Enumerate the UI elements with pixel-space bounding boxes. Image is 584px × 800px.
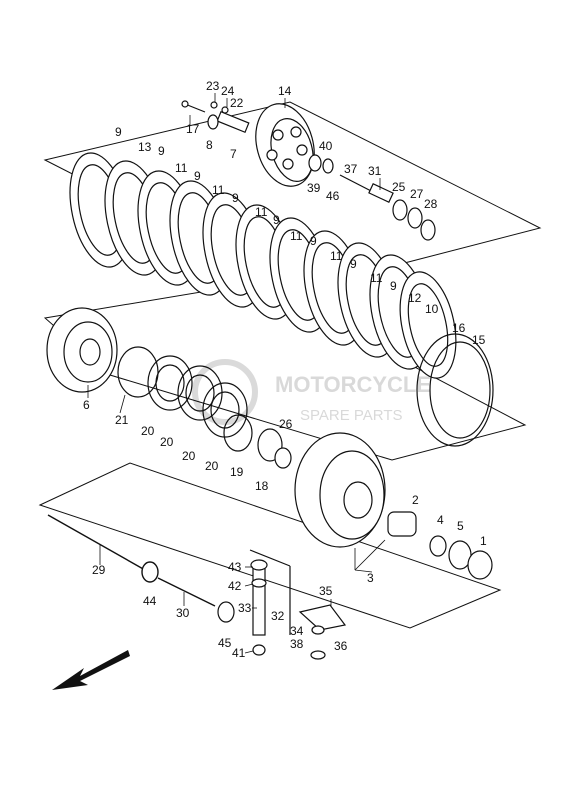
label-part-9: 9: [390, 279, 397, 293]
label-part-9: 9: [158, 144, 165, 158]
label-part-20: 20: [141, 424, 155, 438]
label-part-11: 11: [212, 183, 225, 197]
label-part-9: 9: [310, 234, 317, 248]
label-part-36: 36: [334, 639, 348, 653]
watermark-line1: MOTORCYCLE: [275, 372, 431, 397]
label-part-43: 43: [228, 560, 242, 574]
release-assembly-frame: [38, 462, 502, 629]
part-labels: 9 13 9 11 9 11 9 11 9 11 9 11 9 11 9 12 …: [83, 79, 487, 660]
label-part-19: 19: [230, 465, 244, 479]
label-part-37: 37: [344, 162, 358, 176]
damper-rings: [117, 346, 253, 452]
watermark: MOTORCYCLE SPARE PARTS: [192, 359, 431, 425]
label-part-26: 26: [279, 417, 293, 431]
label-part-38: 38: [290, 637, 304, 651]
label-part-15: 15: [472, 333, 486, 347]
label-part-3: 3: [367, 571, 374, 585]
label-part-46: 46: [326, 189, 340, 203]
watermark-line2: SPARE PARTS: [300, 407, 403, 424]
label-part-9: 9: [350, 257, 357, 271]
label-part-20: 20: [182, 449, 196, 463]
clutch-plate-stack: [69, 152, 457, 379]
label-part-28: 28: [424, 197, 438, 211]
label-part-29: 29: [92, 563, 106, 577]
label-part-45: 45: [218, 636, 232, 650]
primary-driven-gear: [46, 307, 118, 393]
pressure-plate: [255, 103, 315, 187]
label-part-22: 22: [230, 96, 244, 110]
label-part-11: 11: [290, 229, 303, 243]
leader-lines: [87, 93, 386, 654]
label-part-24: 24: [221, 84, 235, 98]
label-part-39: 39: [307, 181, 321, 195]
label-part-27: 27: [410, 187, 424, 201]
label-part-4: 4: [437, 513, 444, 527]
label-part-25: 25: [392, 180, 406, 194]
release-camshaft: [217, 549, 291, 656]
label-part-11: 11: [370, 271, 383, 285]
label-part-23: 23: [206, 79, 220, 93]
label-part-14: 14: [278, 84, 292, 98]
clutch-sleeve-hub: [257, 428, 292, 469]
basket-bearings: [387, 511, 493, 580]
label-part-9: 9: [115, 125, 122, 139]
label-part-32: 32: [271, 609, 285, 623]
label-part-13: 13: [138, 140, 152, 154]
label-part-11: 11: [330, 249, 343, 263]
label-part-41: 41: [232, 646, 246, 660]
clutch-basket: [294, 432, 386, 548]
wave-washer: [416, 333, 494, 447]
label-part-7: 7: [230, 147, 237, 161]
front-direction-arrow: [52, 650, 130, 690]
label-part-16: 16: [452, 321, 466, 335]
label-part-44: 44: [143, 594, 157, 608]
label-part-21: 21: [115, 413, 129, 427]
label-part-33: 33: [238, 601, 252, 615]
label-part-12: 12: [408, 291, 422, 305]
label-part-11: 11: [175, 161, 188, 175]
push-rods: [47, 514, 216, 607]
label-part-2: 2: [412, 493, 419, 507]
label-part-1: 1: [480, 534, 487, 548]
label-part-42: 42: [228, 579, 242, 593]
label-part-9: 9: [273, 213, 280, 227]
label-part-40: 40: [319, 139, 333, 153]
label-part-10: 10: [425, 302, 439, 316]
label-part-17: 17: [186, 122, 200, 136]
label-part-9: 9: [194, 169, 201, 183]
label-part-20: 20: [205, 459, 219, 473]
label-part-31: 31: [368, 164, 382, 178]
label-part-20: 20: [160, 435, 174, 449]
label-part-5: 5: [457, 519, 464, 533]
label-part-6: 6: [83, 398, 90, 412]
label-part-30: 30: [176, 606, 190, 620]
label-part-18: 18: [255, 479, 269, 493]
label-part-34: 34: [290, 624, 304, 638]
label-part-9: 9: [232, 191, 239, 205]
label-part-11: 11: [255, 205, 268, 219]
spring-and-bolt: [181, 100, 250, 134]
release-rod-parts: [308, 154, 436, 241]
clutch-plate: [407, 283, 449, 367]
label-part-35: 35: [319, 584, 333, 598]
label-part-8: 8: [206, 138, 213, 152]
release-lever: [298, 604, 347, 660]
